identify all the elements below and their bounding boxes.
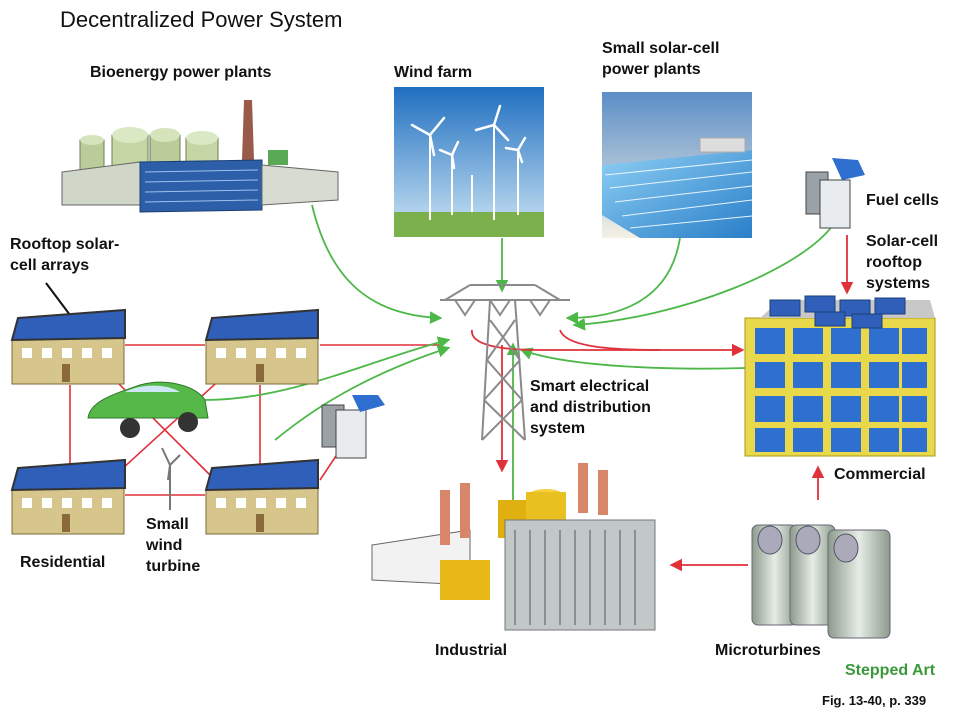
house-bottom-left [10, 458, 126, 535]
label-small-wind-turbine: Small wind turbine [146, 516, 201, 575]
transmission-tower-illustration [440, 284, 570, 441]
house-top-right [204, 308, 319, 385]
label-residential: Residential [20, 554, 106, 571]
label-commercial: Commercial [834, 466, 926, 483]
figure-reference: Fig. 13-40, p. 339 [822, 693, 927, 708]
electric-car-illustration [87, 381, 209, 438]
supply-arrows [204, 204, 834, 520]
stepped-art-label: Stepped Art [845, 662, 936, 679]
house-bottom-right [204, 458, 319, 535]
microturbines-illustration [751, 524, 891, 639]
label-microturbines: Microturbines [715, 642, 821, 659]
solar-plant-illustration [602, 92, 753, 238]
label-smart-electrical-distribution-system: Smart electrical and distribution system [530, 378, 651, 437]
wind-farm-illustration [394, 87, 544, 237]
industrial-plant-illustration [371, 463, 656, 631]
house-top-left [10, 308, 126, 385]
residential-fuel-cell-illustration [321, 395, 385, 459]
small-wind-turbine-illustration [161, 447, 181, 510]
label-wind-farm: Wind farm [394, 64, 473, 81]
label-fuel-cells: Fuel cells [866, 192, 939, 209]
diagram-title: Decentralized Power System [60, 7, 343, 32]
label-small-solar-cell-power-plants: Small solar-cell power plants [602, 40, 720, 78]
label-bioenergy-power-plants: Bioenergy power plants [90, 64, 272, 81]
demand-arrows [45, 235, 854, 572]
label-rooftop-solar-cell-arrays: Rooftop solar- cell arrays [10, 236, 120, 274]
label-solar-cell-rooftop-systems: Solar-cell rooftop systems [866, 233, 939, 292]
bioenergy-plant-illustration [61, 100, 339, 213]
label-industrial: Industrial [435, 642, 508, 659]
commercial-building-illustration [744, 295, 936, 457]
residential-houses-illustration [10, 308, 319, 535]
commercial-fuel-cell-illustration [805, 158, 865, 229]
